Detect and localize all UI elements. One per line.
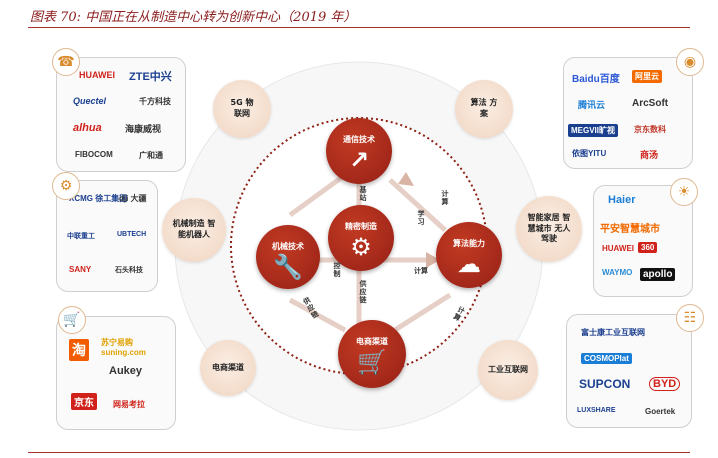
spoke-tr xyxy=(388,178,447,232)
halo-smart: 智能家居 智慧城市 无人驾驶 xyxy=(516,196,582,262)
gear-icon: ⚙ xyxy=(52,172,80,200)
logo-taobao: 淘 xyxy=(69,339,89,361)
brain-icon: ◉ xyxy=(676,48,704,76)
logo-jd: 京东 xyxy=(71,393,97,410)
bottom-rule xyxy=(28,452,690,453)
logo-kaola: 网易考拉 xyxy=(113,400,145,409)
halo-machinery-label: 机械制造 智能机器人 xyxy=(172,219,216,239)
logo-panel-telecom: HUAWEI ZTE中兴 Quectel 千方科技 alhua 海康威视 FIB… xyxy=(56,57,186,172)
logo-hikvision: 海康威视 xyxy=(125,124,162,134)
logo-panel-algorithm: Baidu百度 阿里云 腾讯云 ArcSoft MEGVII旷视 京东数科 依图… xyxy=(563,57,693,169)
logo-supcon: SUPCON xyxy=(579,377,631,391)
edge-label-xuexi: 学习 xyxy=(417,210,425,226)
logo-byd: BYD xyxy=(649,377,681,391)
logo-fibocom: FIBOCOM xyxy=(75,150,113,159)
phone-icon: ☎ xyxy=(52,48,80,76)
logo-baidu: Baidu百度 xyxy=(572,74,620,85)
arrow-h xyxy=(426,252,440,268)
edge-label-jisuan-tr: 计算 xyxy=(441,190,449,206)
node-ecommerce: 电商渠道 🛒 xyxy=(338,320,406,388)
logo-jd-digits: 京东数科 xyxy=(634,125,666,134)
logo-arcsoft: ArcSoft xyxy=(632,98,669,109)
spoke-tl xyxy=(288,172,347,218)
halo-industrial-label: 工业互联网 xyxy=(488,364,528,374)
network-icon: ☷ xyxy=(676,304,704,332)
edge-label-jizhan: 基站 xyxy=(359,186,367,202)
logo-cosmoplat: COSMOPlat xyxy=(581,353,632,364)
logo-huawei: HUAWEI xyxy=(79,70,115,80)
logo-panel-machinery: XCMG 徐工集团 dji 大疆 中联重工 UBTECH SANY 石头科技 xyxy=(56,180,158,292)
halo-ecommerce: 电商渠道 xyxy=(200,340,256,396)
wrench-icon: 🔧 xyxy=(273,253,303,281)
node-precision-label: 精密制造 xyxy=(345,222,377,231)
logo-tencent-cloud: 腾讯云 xyxy=(578,100,606,110)
edge-label-jisuan-mid: 计算 xyxy=(414,267,428,275)
logo-qianfang: 千方科技 xyxy=(139,97,171,106)
logo-360: 360 xyxy=(638,242,658,253)
logo-haier: Haier xyxy=(608,194,636,206)
logo-dahua: alhua xyxy=(73,122,102,134)
logo-panel-ecommerce: 淘 苏宁易购 suning.com Aukey 京东 网易考拉 xyxy=(56,316,176,430)
edge-label-kongzhi: 控制 xyxy=(333,262,341,278)
logo-goertek: Goertek xyxy=(645,407,676,416)
logo-aliyun: 阿里云 xyxy=(632,70,662,83)
node-telecom-label: 通信技术 xyxy=(343,135,375,144)
node-algorithm: 算法能力 ☁ xyxy=(436,222,502,288)
logo-roborock: 石头科技 xyxy=(115,267,143,274)
halo-industrial: 工业互联网 xyxy=(478,340,538,400)
halo-5g-label: 5G 物联网 xyxy=(230,98,254,118)
logo-ubtech: UBTECH xyxy=(117,231,147,238)
logo-megvii: MEGVII旷视 xyxy=(568,124,619,137)
bulb-icon: ☀ xyxy=(670,178,698,206)
node-ecommerce-label: 电商渠道 xyxy=(356,337,388,346)
logo-zte: ZTE中兴 xyxy=(129,71,172,83)
logo-huawei-2: HUAWEI xyxy=(602,244,634,253)
spoke-bl xyxy=(288,297,347,333)
logo-sany: SANY xyxy=(69,265,92,274)
logo-suning: 苏宁易购 suning.com xyxy=(101,338,146,357)
cart-icon: 🛒 xyxy=(357,348,387,376)
node-machinery: 机械技术 🔧 xyxy=(256,225,320,289)
edge-label-gongyinglian: 供应链 xyxy=(359,280,367,304)
logo-apollo: apollo xyxy=(640,268,676,281)
node-algorithm-label: 算法能力 xyxy=(453,239,485,248)
gear-icon: ⚙ xyxy=(350,233,372,261)
top-rule xyxy=(28,27,690,28)
logo-aukey: Aukey xyxy=(109,365,143,377)
logo-zoomlion: 中联重工 xyxy=(67,233,95,240)
logo-guanghetong: 广和通 xyxy=(139,151,163,160)
halo-ecommerce-label: 电商渠道 xyxy=(212,362,244,372)
logo-xcmg: XCMG 徐工集团 xyxy=(69,194,128,203)
logo-foxconn: 富士康工业互联网 xyxy=(581,328,645,337)
halo-machinery: 机械制造 智能机器人 xyxy=(162,198,226,262)
logo-yitu: 依图YITU xyxy=(572,149,607,158)
logo-dji: dji 大疆 xyxy=(119,194,147,203)
node-machinery-label: 机械技术 xyxy=(272,242,304,251)
logo-waymo: WAYMO xyxy=(602,268,633,277)
spoke-br xyxy=(393,292,452,333)
halo-algorithm-label: 算法 方案 xyxy=(470,98,498,118)
logo-panel-industrial: 富士康工业互联网 COSMOPlat SUPCON BYD LUXSHARE G… xyxy=(566,314,692,428)
arrow-tr xyxy=(398,172,414,186)
logo-pingan: 平安智慧城市 xyxy=(600,224,660,235)
halo-5g: 5G 物联网 xyxy=(213,80,271,138)
node-telecom: 通信技术 ↗ xyxy=(326,118,392,184)
figure-title: 图表 70: 中国正在从制造中心转为创新中心（2019 年） xyxy=(30,10,357,25)
cloud-upload-icon: ☁ xyxy=(457,250,481,278)
node-precision: 精密制造 ⚙ xyxy=(328,205,394,271)
chart-icon: ↗ xyxy=(348,146,370,174)
cart-icon: 🛒 xyxy=(58,306,86,334)
logo-sensetime: 商汤 xyxy=(640,150,659,160)
logo-quectel: Quectel xyxy=(73,96,107,106)
logo-luxshare: LUXSHARE xyxy=(577,407,616,414)
halo-smart-label: 智能家居 智慧城市 无人驾驶 xyxy=(527,212,571,244)
halo-algorithm: 算法 方案 xyxy=(455,80,513,138)
